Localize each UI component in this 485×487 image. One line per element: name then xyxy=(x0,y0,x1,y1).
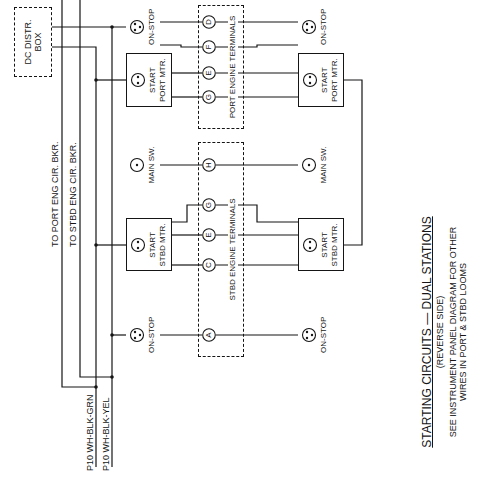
junction-dot xyxy=(110,375,114,379)
start-switch: STARTSTBD MTR. xyxy=(126,218,172,271)
terminal: D xyxy=(202,15,216,29)
start-switch: STARTSTBD MTR. xyxy=(298,218,344,271)
switch-symbol xyxy=(130,72,146,88)
junction-dot xyxy=(94,78,98,82)
caption-note: SEE INSTRUMENT PANEL DIAGRAM FOR OTHER W… xyxy=(448,222,468,442)
drop-wire xyxy=(96,244,126,245)
terminal-strip: STBD ENGINE TERMINALS A C E G H xyxy=(198,142,244,357)
terminal: E xyxy=(202,66,216,80)
switch-label: STBD MTR. xyxy=(330,223,340,266)
strip-heading: PORT ENGINE TERMINALS xyxy=(228,14,238,121)
terminal-letter: E xyxy=(202,66,216,80)
switch-symbol xyxy=(301,157,317,173)
junction-dot xyxy=(110,25,114,29)
switch-label: START xyxy=(148,67,158,92)
caption-block: STARTING CIRCUITS — DUAL STATIONS(REVERS… xyxy=(420,192,468,472)
switch-symbol xyxy=(130,237,146,253)
terminal: E xyxy=(202,228,216,242)
strip-heading: STBD ENGINE TERMINALS xyxy=(228,196,238,302)
switch-label: PORT MTR. xyxy=(330,58,340,102)
junction-dot xyxy=(94,385,98,389)
switch-label: MAIN SW. xyxy=(319,147,329,184)
switch-label: MAIN SW. xyxy=(147,147,157,184)
wire-label: P10 WH-BLK-YEL xyxy=(101,397,111,471)
on-stop-switch: ON-STOP xyxy=(298,313,332,357)
box-label: DC DISTR. BOX xyxy=(23,12,43,72)
main-switch: MAIN SW. xyxy=(298,143,332,188)
bus-wire xyxy=(344,80,362,245)
wire-connector xyxy=(160,334,202,335)
feed-wire xyxy=(52,26,126,27)
terminal-strip: PORT ENGINE TERMINALS GEFD xyxy=(198,5,244,129)
wire-label: P10 WH-BLK-GRN xyxy=(85,394,95,471)
switch-label: ON-STOP xyxy=(319,9,329,45)
switch-label: ON-STOP xyxy=(147,9,157,45)
switch-label: START xyxy=(148,232,158,257)
wire-label: TO STBD ENG CIR. BKR. xyxy=(68,142,78,247)
main-switch: MAIN SW. xyxy=(126,143,160,188)
distribution-box: DC DISTR. BOX xyxy=(14,7,52,77)
switch-label: ON-STOP xyxy=(147,317,157,353)
terminal-letter: A xyxy=(202,328,216,342)
switch-label: ON-STOP xyxy=(319,317,329,353)
terminal: G xyxy=(202,90,216,104)
wire-connector xyxy=(160,45,202,47)
terminal: C xyxy=(202,258,216,272)
switch-symbol xyxy=(302,72,318,88)
on-stop-switch: ON-STOP xyxy=(126,313,160,357)
switch-label: START xyxy=(320,232,330,257)
switch-symbol xyxy=(301,327,317,343)
terminal-letter: G xyxy=(202,198,216,212)
terminal-letter: F xyxy=(202,40,216,54)
diagram-title: STARTING CIRCUITS — DUAL STATIONS xyxy=(420,192,435,472)
drop-wire xyxy=(96,79,126,80)
terminal: A xyxy=(202,328,216,342)
junction-dot xyxy=(110,333,114,337)
switch-label: START xyxy=(320,67,330,92)
terminal: H xyxy=(202,158,216,172)
terminal-letter: E xyxy=(202,228,216,242)
terminal-letter: H xyxy=(202,158,216,172)
switch-label: PORT MTR. xyxy=(158,58,168,102)
terminal: G xyxy=(202,198,216,212)
switch-symbol xyxy=(129,157,145,173)
on-stop-switch: ON-STOP xyxy=(126,5,160,49)
feed-wire xyxy=(111,27,112,467)
switch-label: STBD MTR. xyxy=(158,223,168,266)
wire-connector xyxy=(160,164,202,165)
breaker-wire xyxy=(62,0,96,387)
switch-symbol xyxy=(302,237,318,253)
start-switch: STARTPORT MTR. xyxy=(126,53,172,107)
terminal: F xyxy=(202,40,216,54)
wire-label: TO PORT ENG CIR. BKR. xyxy=(50,141,60,247)
start-switch: STARTPORT MTR. xyxy=(298,53,344,107)
wire-connector xyxy=(160,21,202,22)
switch-symbol xyxy=(129,19,145,35)
wire-connector xyxy=(216,334,298,335)
terminal-letter: D xyxy=(202,15,216,29)
wire-connector xyxy=(216,164,298,165)
terminal-letter: G xyxy=(202,90,216,104)
drop-wire xyxy=(112,334,126,335)
junction-dot xyxy=(94,243,98,247)
subtitle-note: (REVERSE SIDE) xyxy=(435,192,446,472)
switch-symbol xyxy=(129,327,145,343)
terminal-letter: C xyxy=(202,258,216,272)
on-stop-switch: ON-STOP xyxy=(298,5,332,49)
switch-symbol xyxy=(301,19,317,35)
